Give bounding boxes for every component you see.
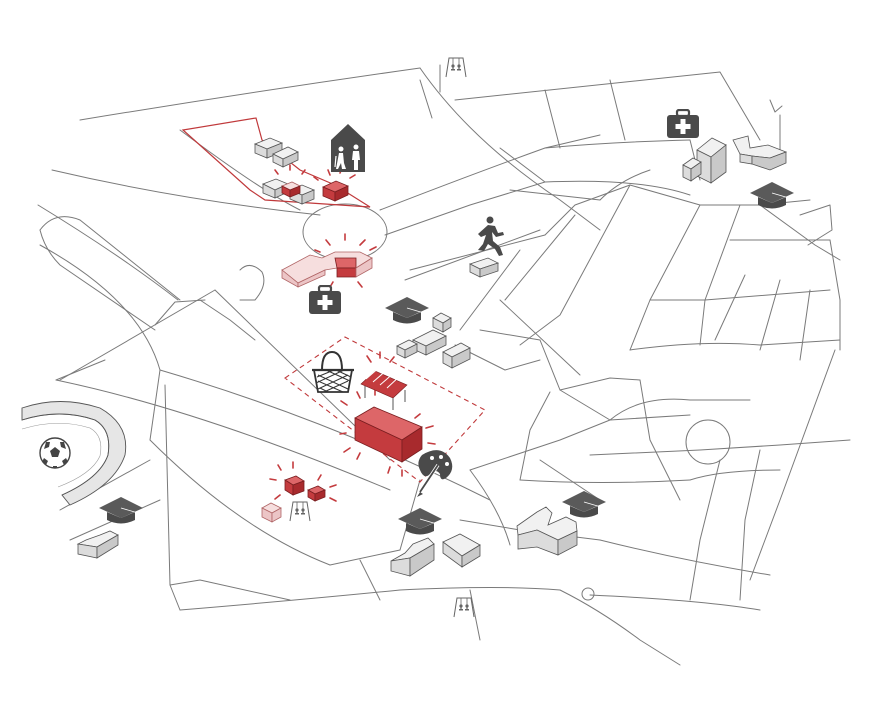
building: [390, 537, 435, 577]
building: [253, 137, 284, 159]
graduation-cap-icon: [397, 507, 443, 535]
building-highlighted: [281, 181, 301, 198]
market-hall: [339, 388, 436, 477]
building: [76, 530, 119, 559]
building: [732, 135, 788, 171]
building: [682, 137, 727, 184]
building-highlighted: [284, 475, 305, 496]
market-stall-icon: [360, 351, 408, 410]
building-highlighted: [307, 485, 326, 502]
stadium: [21, 401, 127, 506]
building: [272, 146, 299, 168]
graduation-cap-icon: [561, 490, 607, 518]
map-icons: [98, 57, 795, 618]
runner-icon: [478, 216, 504, 256]
building: [396, 312, 452, 359]
building: [442, 342, 471, 369]
road-network: [37, 64, 851, 666]
medical-kit-icon: [308, 285, 342, 315]
graduation-cap-icon: [98, 496, 144, 524]
buildings-grey: [76, 135, 788, 577]
building-highlighted: [281, 233, 377, 288]
playground-swing-icon: [289, 501, 311, 522]
building: [442, 533, 481, 568]
medical-kit-icon: [666, 109, 700, 139]
market-zone: [284, 336, 486, 483]
building-highlighted: [261, 502, 282, 523]
buildings-highlighted: [261, 164, 486, 523]
building-highlighted: [322, 180, 349, 202]
building: [516, 506, 578, 556]
graduation-cap-icon: [384, 296, 430, 324]
soccer-ball-icon: [39, 437, 71, 469]
playground-swing-icon: [445, 57, 467, 78]
elderly-care-house-icon: [331, 124, 365, 172]
playground-swing-icon: [453, 597, 475, 618]
art-palette-icon: [417, 450, 453, 497]
building: [468, 257, 500, 278]
market-basket-icon: [312, 350, 354, 393]
highlight-rays: [269, 461, 337, 502]
